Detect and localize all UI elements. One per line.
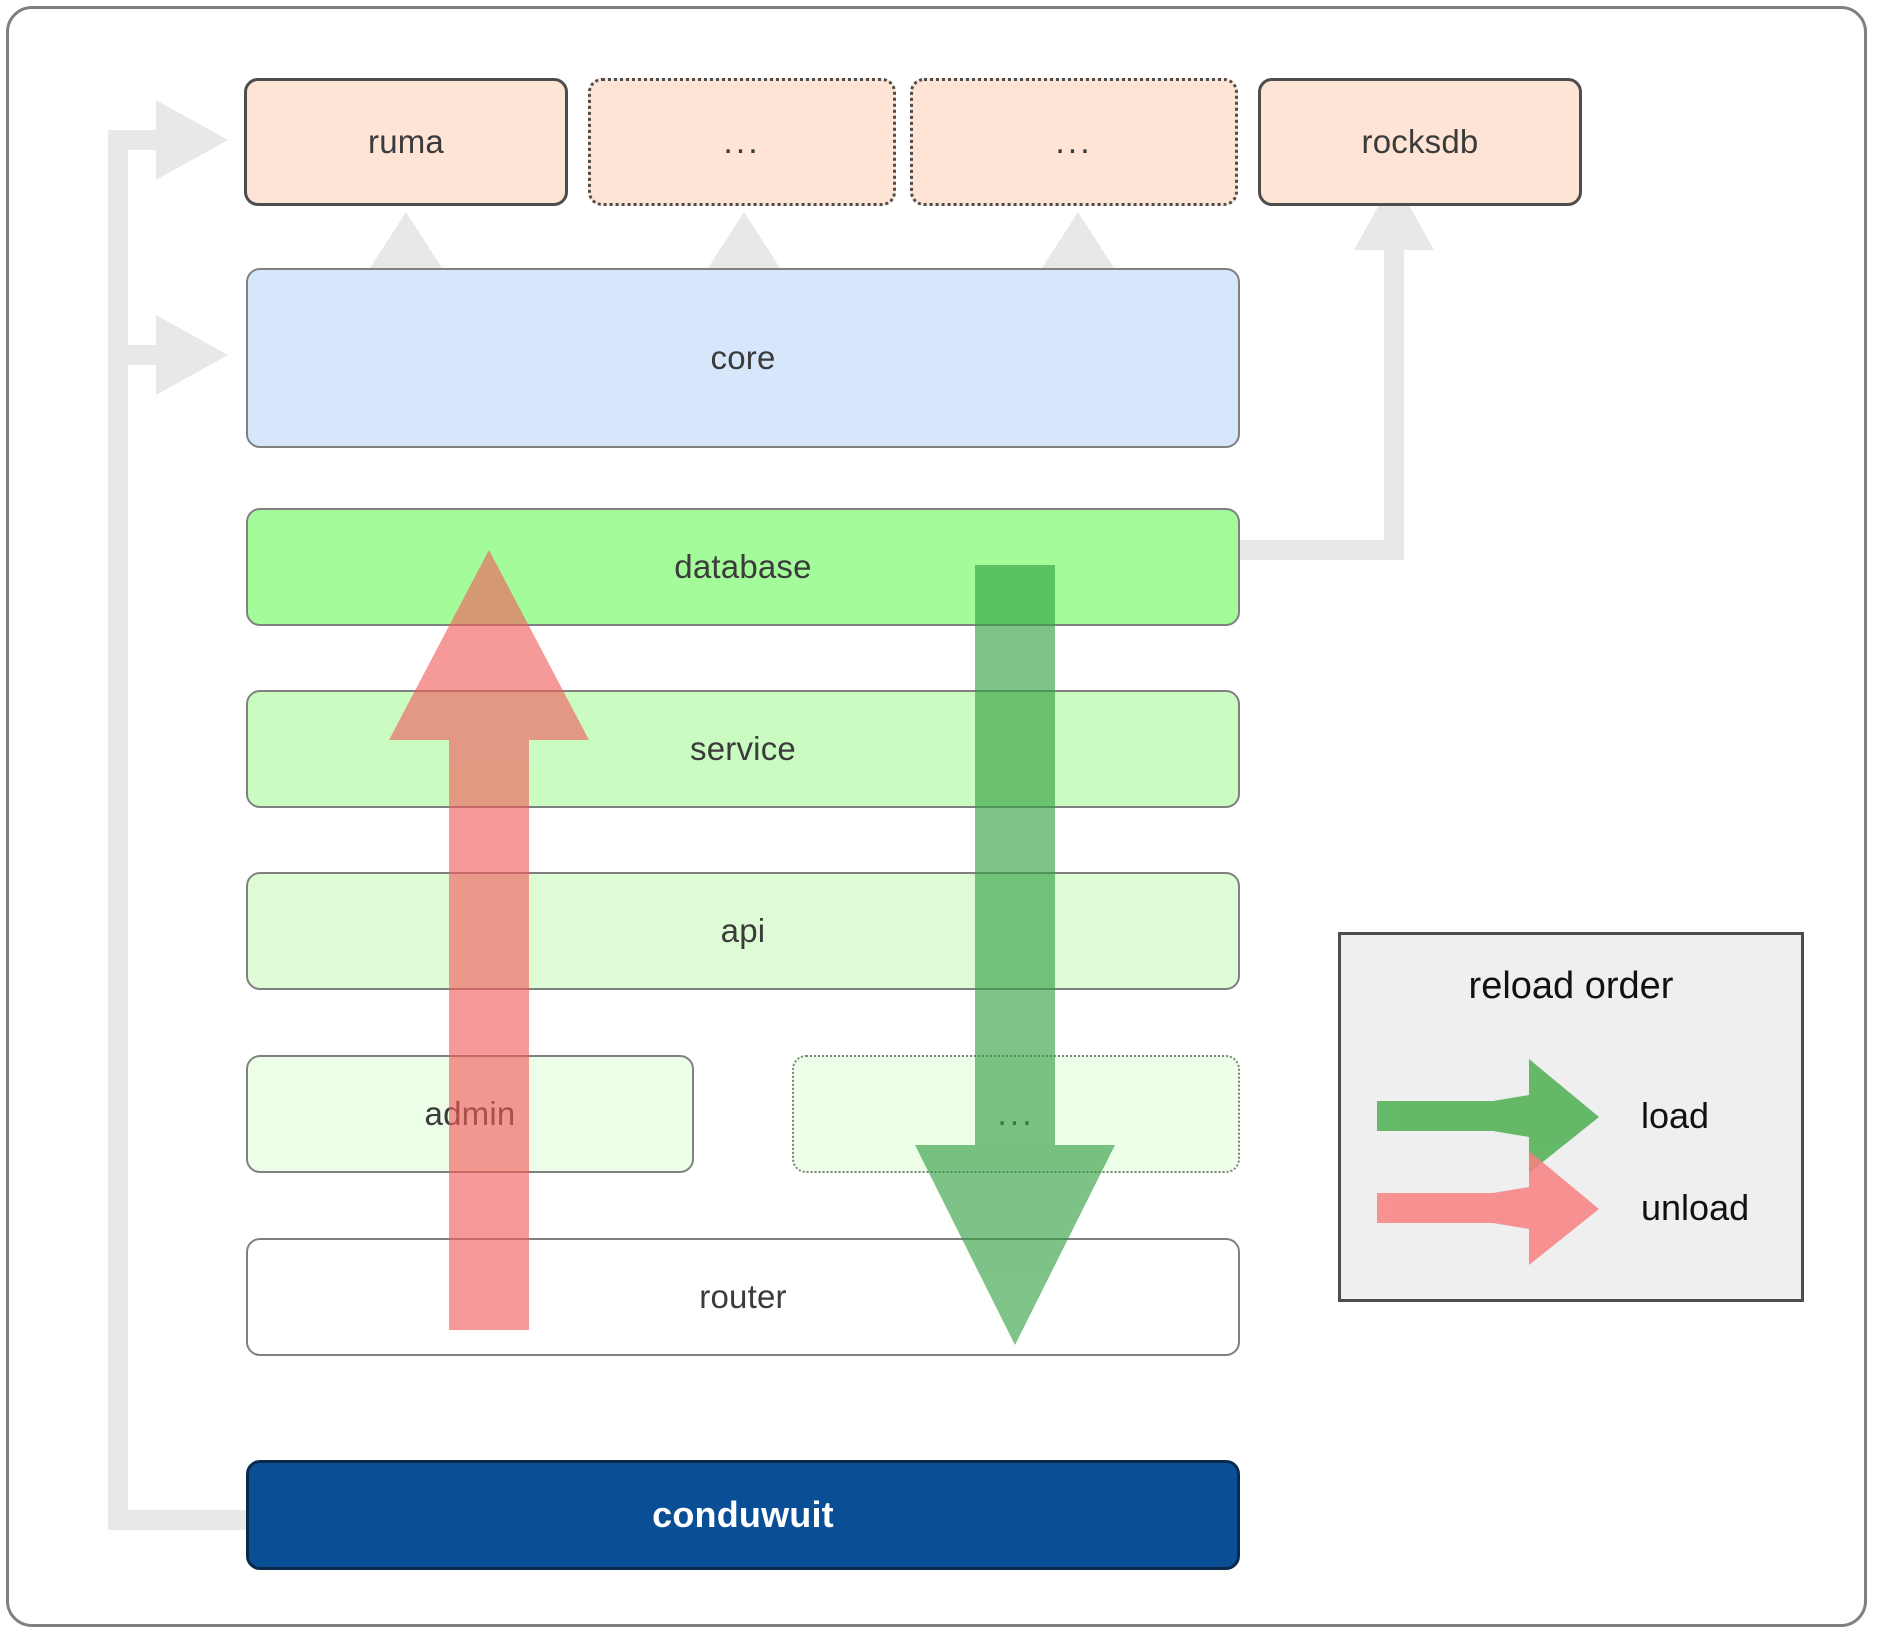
node-api[interactable]: api: [246, 872, 1240, 990]
node-core[interactable]: core: [246, 268, 1240, 448]
legend-label-load: load: [1641, 1095, 1710, 1136]
node-ruma-label: ruma: [368, 123, 444, 160]
node-rocksdb[interactable]: rocksdb: [1258, 78, 1582, 206]
node-layer-placeholder-label: ...: [997, 1094, 1035, 1133]
node-conduwuit-label: conduwuit: [652, 1494, 834, 1535]
node-service[interactable]: service: [246, 690, 1240, 808]
node-dependency-placeholder-1-label: ...: [723, 122, 761, 161]
legend-unload-arrow: [1377, 1151, 1599, 1265]
node-database-label: database: [674, 548, 812, 585]
legend-label-unload: unload: [1641, 1187, 1750, 1228]
node-admin[interactable]: admin: [246, 1055, 694, 1173]
node-rocksdb-label: rocksdb: [1361, 123, 1479, 160]
node-layer-placeholder[interactable]: ...: [792, 1055, 1240, 1173]
node-router-label: router: [699, 1278, 787, 1315]
legend-arrows: [1377, 1059, 1599, 1265]
node-conduwuit[interactable]: conduwuit: [246, 1460, 1240, 1570]
legend-box: reload order load unload: [1338, 932, 1804, 1302]
node-ruma[interactable]: ruma: [244, 78, 568, 206]
node-service-label: service: [690, 730, 796, 767]
legend-title: reload order: [1468, 965, 1674, 1007]
node-admin-label: admin: [424, 1095, 516, 1132]
node-dependency-placeholder-1[interactable]: ...: [588, 78, 896, 206]
node-dependency-placeholder-2-label: ...: [1055, 122, 1093, 161]
node-database[interactable]: database: [246, 508, 1240, 626]
node-core-label: core: [710, 339, 776, 376]
legend-load-arrow: [1377, 1059, 1599, 1173]
node-api-label: api: [720, 912, 766, 949]
node-dependency-placeholder-2[interactable]: ...: [910, 78, 1238, 206]
node-router[interactable]: router: [246, 1238, 1240, 1356]
